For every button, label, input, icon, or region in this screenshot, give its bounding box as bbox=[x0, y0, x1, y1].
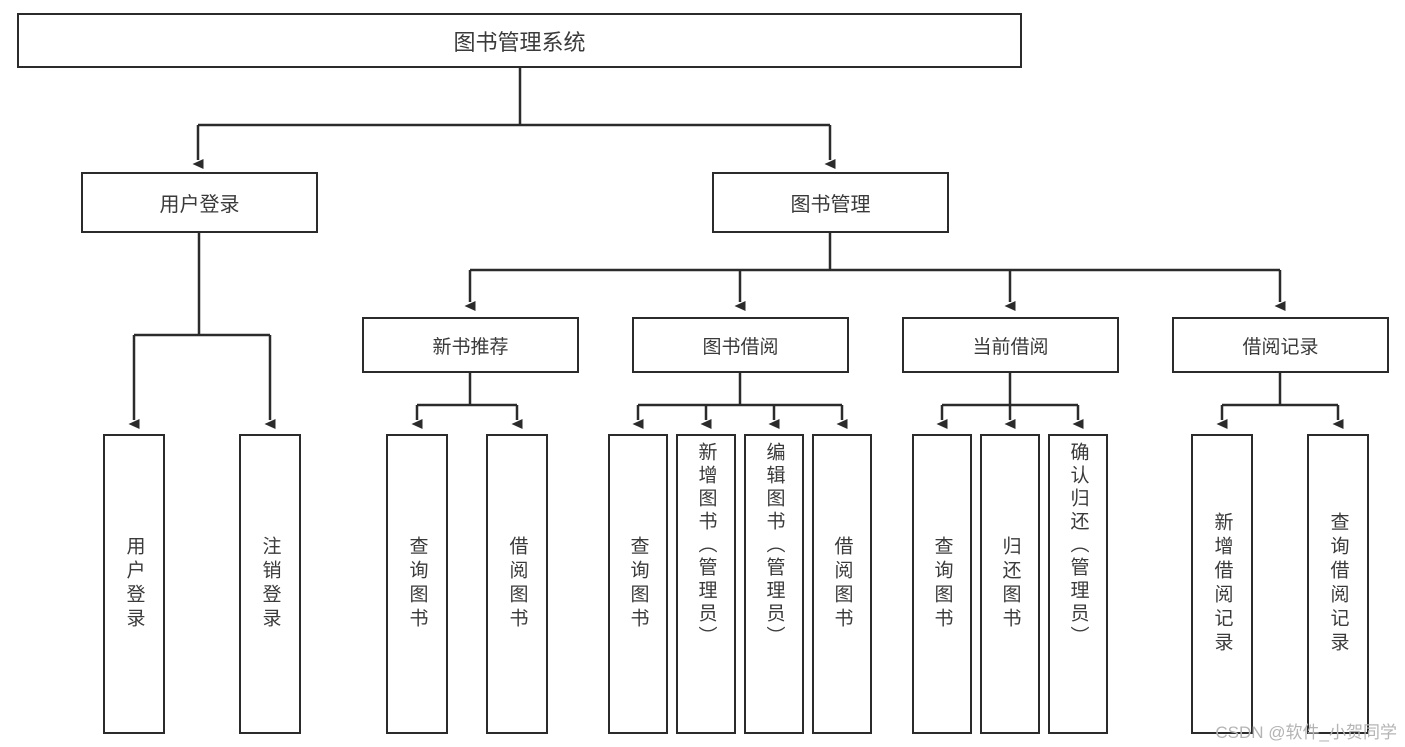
leaf-borrow-query-books[interactable]: 查询图书 bbox=[608, 434, 668, 734]
leaf-current-return-books[interactable]: 归还图书 bbox=[980, 434, 1040, 734]
node-new-book-recommendation[interactable]: 新书推荐 bbox=[362, 317, 579, 373]
node-label: 当前借阅 bbox=[972, 336, 1049, 358]
node-root-book-management-system[interactable]: 图书管理系统 bbox=[17, 13, 1022, 68]
node-label: 确认归还（管理员） bbox=[1067, 442, 1089, 649]
leaf-record-query-borrow-record[interactable]: 查询借阅记录 bbox=[1307, 434, 1369, 734]
node-book-borrowing[interactable]: 图书借阅 bbox=[632, 317, 849, 373]
node-user-login[interactable]: 用户登录 bbox=[81, 172, 318, 233]
node-label: 查询图书 bbox=[406, 536, 428, 632]
node-label: 图书借阅 bbox=[702, 336, 779, 358]
node-label: 借阅图书 bbox=[506, 536, 528, 632]
node-current-borrowing[interactable]: 当前借阅 bbox=[902, 317, 1119, 373]
node-label: 归还图书 bbox=[999, 536, 1021, 632]
node-label: 图书管理系统 bbox=[453, 29, 586, 55]
node-label: 查询借阅记录 bbox=[1327, 512, 1349, 656]
watermark: CSDN @软件_小贺同学 bbox=[1215, 723, 1397, 742]
leaf-current-confirm-return-admin[interactable]: 确认归还（管理员） bbox=[1048, 434, 1108, 734]
leaf-borrow-borrow-books[interactable]: 借阅图书 bbox=[812, 434, 872, 734]
leaf-record-add-borrow-record[interactable]: 新增借阅记录 bbox=[1191, 434, 1253, 734]
node-label: 图书管理 bbox=[790, 194, 871, 216]
leaf-borrow-edit-book-admin[interactable]: 编辑图书（管理员） bbox=[744, 434, 804, 734]
node-label: 注销登录 bbox=[259, 536, 281, 632]
node-label: 编辑图书（管理员） bbox=[763, 442, 785, 649]
node-borrowing-record[interactable]: 借阅记录 bbox=[1172, 317, 1389, 373]
node-book-management[interactable]: 图书管理 bbox=[712, 172, 949, 233]
node-label: 查询图书 bbox=[627, 536, 649, 632]
leaf-current-query-books[interactable]: 查询图书 bbox=[912, 434, 972, 734]
node-label: 借阅图书 bbox=[831, 536, 853, 632]
leaf-user-login-sign-out[interactable]: 注销登录 bbox=[239, 434, 301, 734]
node-label: 查询图书 bbox=[931, 536, 953, 632]
node-label: 用户登录 bbox=[159, 194, 240, 216]
leaf-user-login-sign-in[interactable]: 用户登录 bbox=[103, 434, 165, 734]
node-label: 新增借阅记录 bbox=[1211, 512, 1233, 656]
node-label: 用户登录 bbox=[123, 536, 145, 632]
node-label: 借阅记录 bbox=[1242, 336, 1319, 358]
node-label: 新书推荐 bbox=[432, 336, 509, 358]
node-label: 新增图书（管理员） bbox=[695, 442, 717, 649]
leaf-recommend-query-books[interactable]: 查询图书 bbox=[386, 434, 448, 734]
leaf-borrow-add-book-admin[interactable]: 新增图书（管理员） bbox=[676, 434, 736, 734]
leaf-recommend-borrow-books[interactable]: 借阅图书 bbox=[486, 434, 548, 734]
